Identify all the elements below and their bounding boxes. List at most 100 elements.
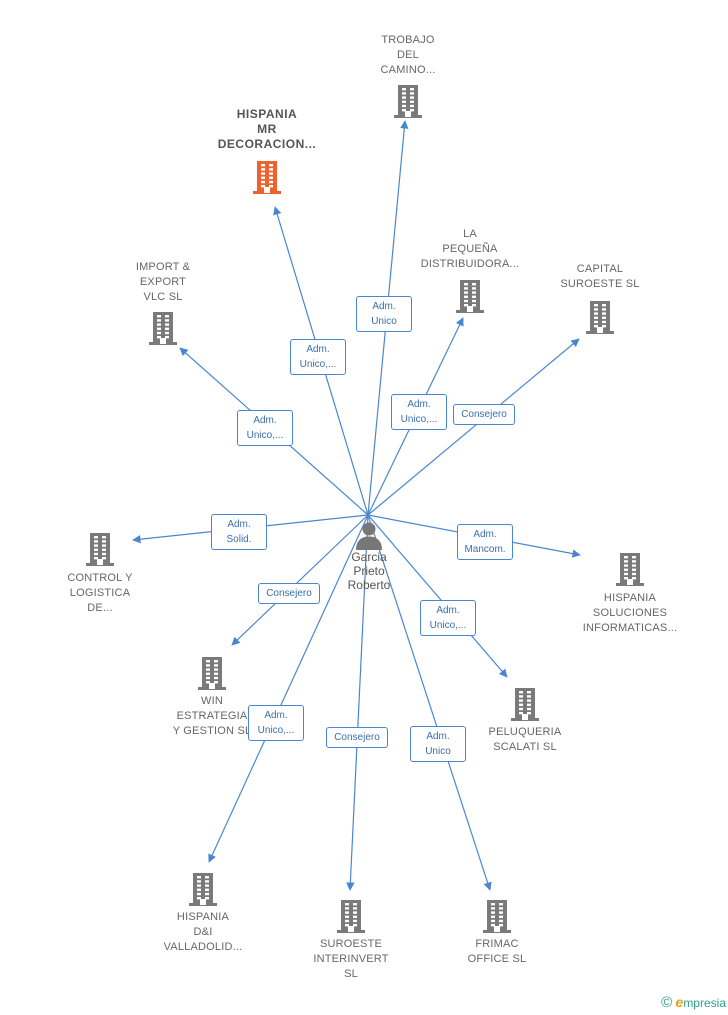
role-label-line: Consejero [334,732,380,743]
company-name-line: PELUQUERIA [488,726,562,738]
role-label-frimac[interactable]: Adm. Unico [410,726,466,762]
company-name-line: ESTRATEGIA [176,710,248,722]
edge-frimac [367,514,492,891]
company-node-capital_suroeste[interactable] [584,299,616,335]
role-label-line: Consejero [266,588,312,599]
company-name-line: INTERINVERT [313,953,389,965]
company-name-line: SUROESTE SL [560,278,640,290]
company-node-hispania_soluciones[interactable] [614,551,646,587]
company-name-line: PEQUEÑA [442,243,498,255]
role-label-win_estrategia[interactable]: Consejero [258,583,320,604]
company-name-line: SOLUCIONES [592,607,668,619]
building-icon [616,553,644,586]
building-icon [198,657,226,690]
role-label-hispania_mr[interactable]: Adm. Unico,... [290,339,346,375]
company-name-control_logistica[interactable]: CONTROL Y LOGISTICA DE... [40,571,160,616]
role-label-line: Adm. [473,529,497,540]
role-label-trobajo[interactable]: Adm. Unico [356,296,412,332]
company-name-line: HISPANIA [603,592,657,604]
company-name-frimac[interactable]: FRIMAC OFFICE SL [437,937,557,967]
building-icon [86,533,114,566]
building-icon [337,900,365,933]
building-icon [456,280,484,313]
company-name-hispania_soluciones[interactable]: HISPANIA SOLUCIONES INFORMATICAS... [570,591,690,636]
company-name-line: DISTRIBUIDORA... [420,258,520,270]
company-name-peluqueria[interactable]: PELUQUERIA SCALATI SL [465,725,585,755]
company-node-la_pequena[interactable] [454,278,486,314]
company-name-line: CAMINO... [380,64,436,76]
company-name-line: OFFICE SL [467,953,527,965]
empresia-logo[interactable]: © empresia [661,994,726,1011]
role-label-line: Unico,... [257,725,295,736]
company-name-line: LOGISTICA [69,587,131,599]
company-node-win_estrategia[interactable] [196,655,228,691]
role-label-peluqueria[interactable]: Adm. Unico,... [420,600,476,636]
building-icon [394,85,422,118]
edge-win_estrategia [231,514,369,646]
company-name-line: HISPANIA [236,107,298,121]
company-node-hispania_mr[interactable] [251,159,283,195]
building-icon [149,312,177,345]
role-label-line: Consejero [461,409,507,420]
company-name-line: DEL [397,49,419,61]
center-person[interactable]: Garcia Prieto Roberto [334,520,404,592]
role-label-hispania_soluciones[interactable]: Adm.Mancom. [457,524,513,560]
company-node-suroeste[interactable] [335,898,367,934]
role-label-hispania_di[interactable]: Adm. Unico,... [248,705,304,741]
role-label-control_logistica[interactable]: Adm.Solid. [211,514,267,550]
company-name-line: MR [257,122,277,136]
role-label-line: Adm. [407,399,431,410]
company-name-line: CONTROL Y [67,572,133,584]
copyright-symbol: © [661,994,673,1011]
company-node-trobajo[interactable] [392,83,424,119]
company-node-hispania_di[interactable] [187,871,219,907]
company-name-line: D&I [193,926,213,938]
company-name-line: EXPORT [139,276,187,288]
person-name-line-1: Garcia [351,550,387,564]
role-label-line: Adm. [306,344,330,355]
company-name-line: DE... [87,602,113,614]
role-label-line: Unico,... [429,620,467,631]
role-label-la_pequena[interactable]: Adm.Unico,... [391,394,447,430]
role-label-capital_suroeste[interactable]: Consejero [453,404,515,425]
role-label-line: Unico [371,316,397,327]
edge-hispania_di [208,514,369,863]
company-name-line: INFORMATICAS... [582,622,678,634]
company-name-line: VLC SL [143,291,183,303]
role-label-suroeste[interactable]: Consejero [326,727,388,748]
edge-suroeste [346,514,369,891]
building-icon [483,900,511,933]
role-label-line: Adm. [372,301,396,312]
role-label-line: Unico,... [299,359,337,370]
building-icon [511,688,539,721]
role-label-line: Adm. [264,710,288,721]
role-label-import_export[interactable]: Adm.Unico,... [237,410,293,446]
role-label-line: Solid. [226,534,252,545]
building-icon [189,873,217,906]
company-name-line: FRIMAC [475,938,519,950]
company-node-control_logistica[interactable] [84,531,116,567]
person-name-line-3: Roberto [347,578,391,592]
role-label-line: Unico,... [246,430,284,441]
company-name-line: SCALATI SL [493,741,557,753]
role-label-line: Adm. [426,731,450,742]
company-name-line: SUROESTE [319,938,383,950]
company-node-import_export[interactable] [147,310,179,346]
role-label-line: Adm. [436,605,460,616]
role-label-line: Unico [425,746,451,757]
edge-peluqueria [367,514,508,678]
building-icon [253,161,281,194]
company-node-peluqueria[interactable] [509,686,541,722]
person-icon [356,522,382,550]
company-name-line: WIN [201,695,223,707]
company-node-frimac[interactable] [481,898,513,934]
